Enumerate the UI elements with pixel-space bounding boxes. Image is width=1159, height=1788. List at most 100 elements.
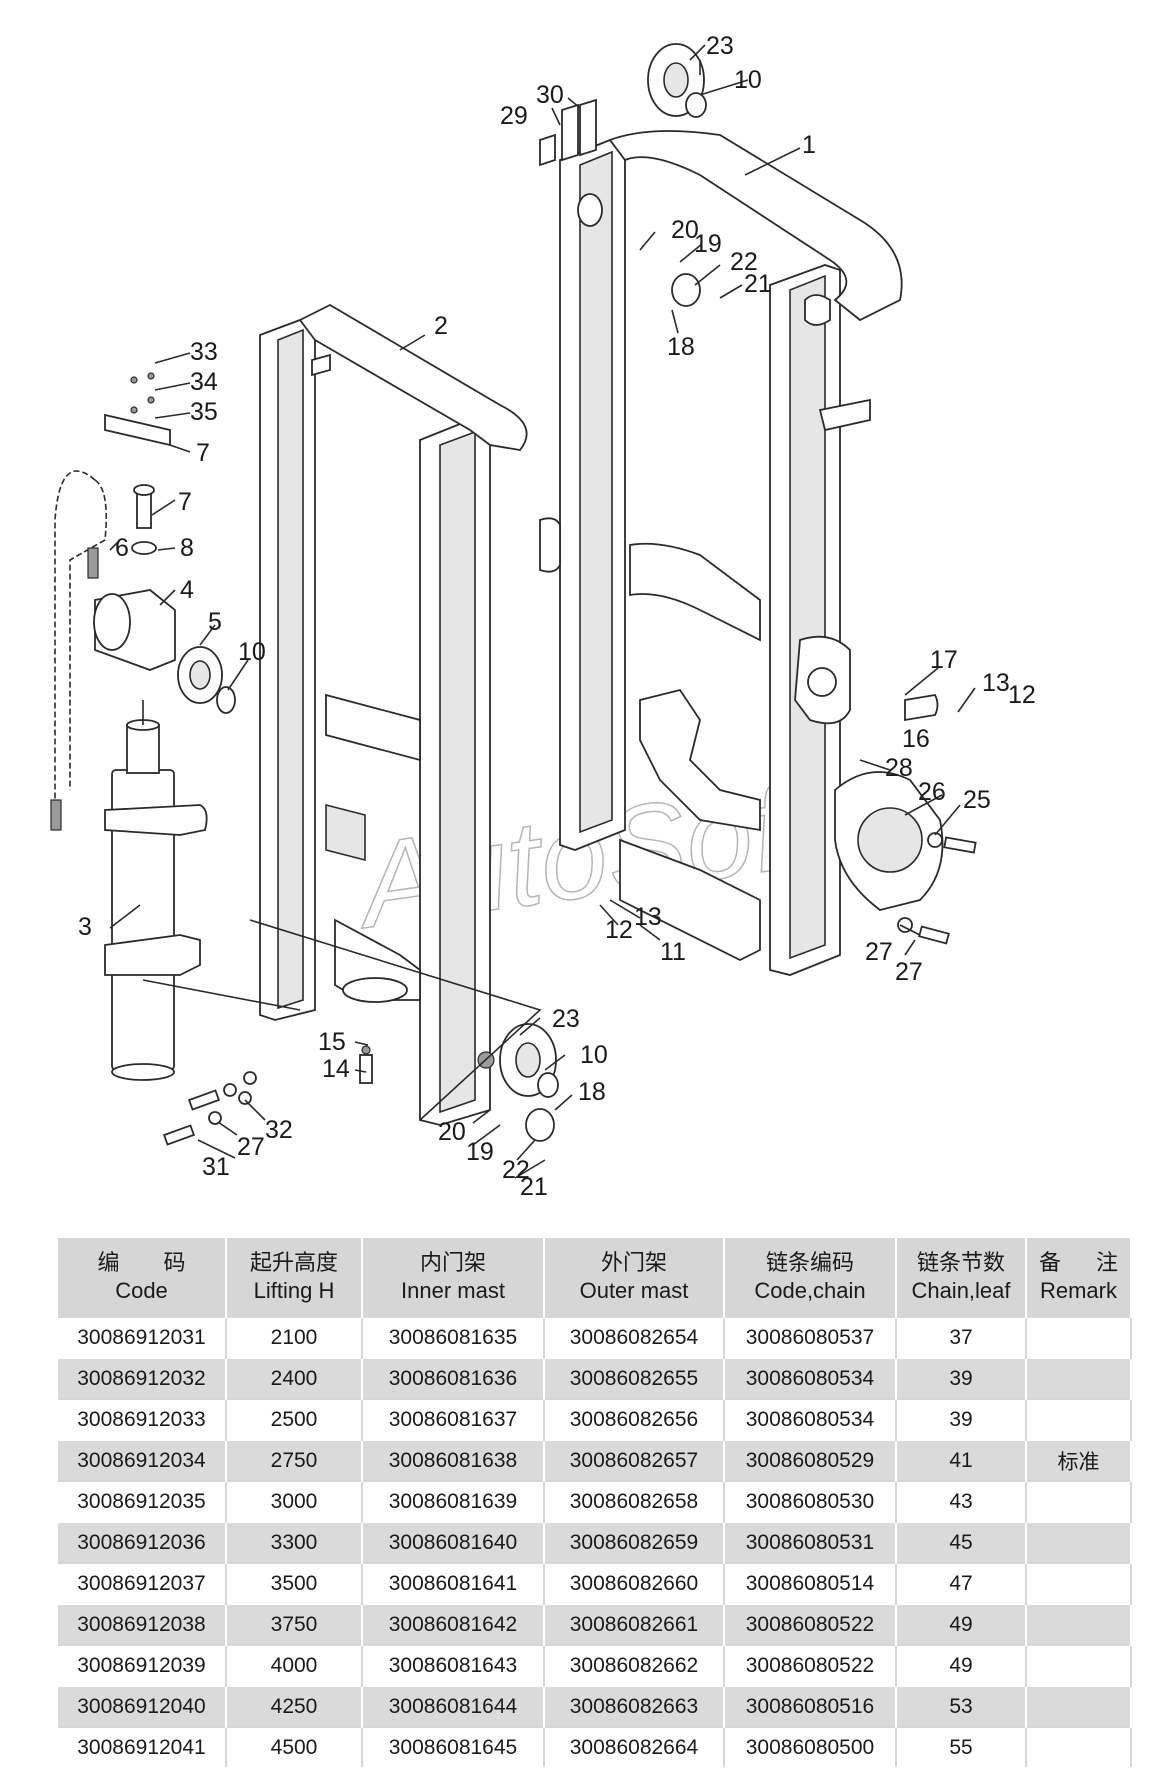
table-cell: 30086082659: [544, 1521, 725, 1563]
table-cell: 30086081635: [362, 1316, 545, 1358]
callout-13-right: 13: [982, 669, 1010, 697]
table-cell: 30086082655: [544, 1357, 725, 1399]
inner-mast: [259, 303, 528, 1126]
callout-34: 34: [190, 368, 218, 396]
table-cell: [1026, 1726, 1132, 1767]
table-cell: 4500: [226, 1726, 363, 1767]
table-cell: 30086082661: [544, 1603, 725, 1645]
table-cell: 30086082663: [544, 1685, 725, 1727]
table-cell: 30086080514: [724, 1562, 897, 1604]
table-cell: 39: [896, 1357, 1027, 1399]
table-cell: 30086080529: [724, 1439, 897, 1481]
callout-1: 1: [802, 131, 816, 159]
table-cell: 30086080522: [724, 1644, 897, 1686]
callout-20-bottom: 20: [438, 1118, 466, 1146]
table-cell: 30086912034: [58, 1439, 227, 1481]
callout-35: 35: [190, 398, 218, 426]
callout-2: 2: [434, 312, 448, 340]
callout-31: 31: [202, 1153, 230, 1181]
table-cell: 30086082660: [544, 1562, 725, 1604]
table-cell: 4250: [226, 1685, 363, 1727]
callout-22-bottom: 22: [502, 1156, 530, 1184]
callout-10-top: 10: [734, 66, 762, 94]
table-cell: 30086082662: [544, 1644, 725, 1686]
table-cell: 30086081642: [362, 1603, 545, 1645]
callout-20-top: 20: [671, 216, 699, 244]
callout-14: 14: [322, 1055, 350, 1083]
table-cell: 37: [896, 1316, 1027, 1358]
callout-labels: 23 10 1 30 29 20 19 22 21 18 2 33 34 35 …: [78, 32, 1036, 1200]
callout-5: 5: [208, 608, 222, 636]
callout-16: 16: [902, 725, 930, 753]
table-cell: 3000: [226, 1480, 363, 1522]
callout-23-top: 23: [706, 32, 734, 60]
table-cell: 30086082664: [544, 1726, 725, 1767]
table-cell: 30086081645: [362, 1726, 545, 1767]
table-cell: [1026, 1562, 1132, 1604]
callout-33: 33: [190, 338, 218, 366]
table-cell: 30086912035: [58, 1480, 227, 1522]
leader-lines: [109, 44, 976, 1179]
table-cell: 45: [896, 1521, 1027, 1563]
callout-19-top: 19: [694, 230, 722, 258]
table-cell: 2750: [226, 1439, 363, 1481]
callout-25: 26: [918, 778, 946, 806]
table-cell: 30086081637: [362, 1398, 545, 1440]
table-cell: 30086081636: [362, 1357, 545, 1399]
callout-24: 25: [963, 786, 991, 814]
table-cell: 30086912039: [58, 1644, 227, 1686]
table-cell: [1026, 1603, 1132, 1645]
table-cell: 43: [896, 1480, 1027, 1522]
callout-9: 7: [196, 439, 210, 467]
table-cell: 30086912037: [58, 1562, 227, 1604]
table-cell: 30086080534: [724, 1357, 897, 1399]
callout-19-bottom: 19: [466, 1138, 494, 1166]
callout-12-right: 12: [1008, 681, 1036, 709]
callout-13-mid: 13: [634, 903, 662, 931]
table-cell: 30086081640: [362, 1521, 545, 1563]
callout-32: 32: [265, 1116, 293, 1144]
table-cell: 30086912038: [58, 1603, 227, 1645]
callout-18-bottom: 18: [578, 1078, 606, 1106]
table-cell: 30086912033: [58, 1398, 227, 1440]
callout-6: 6: [115, 534, 129, 562]
table-cell: 标准: [1026, 1439, 1132, 1481]
table-cell: 30086082658: [544, 1480, 725, 1522]
table-cell: 2100: [226, 1316, 363, 1358]
callout-3: 3: [78, 913, 92, 941]
table-cell: [1026, 1521, 1132, 1563]
table-cell: 30086080534: [724, 1398, 897, 1440]
table-cell: 53: [896, 1685, 1027, 1727]
callout-15: 15: [318, 1028, 346, 1056]
table-cell: 30086081643: [362, 1644, 545, 1686]
callout-29: 29: [500, 102, 528, 130]
table-cell: 30086080537: [724, 1316, 897, 1358]
table-cell: [1026, 1685, 1132, 1727]
callout-23-bottom: 23: [552, 1005, 580, 1033]
callout-4: 4: [180, 576, 194, 604]
exploded-mast-diagram: AutoSoft: [50, 32, 1036, 1200]
callout-12-mid: 12: [605, 916, 633, 944]
callout-22-top: 22: [730, 248, 758, 276]
table-cell: 3500: [226, 1562, 363, 1604]
table-cell: [1026, 1644, 1132, 1686]
table-cell: 30086080500: [724, 1726, 897, 1767]
table-cell: 30086912031: [58, 1316, 227, 1358]
table-cell: [1026, 1398, 1132, 1440]
callout-30: 30: [536, 81, 564, 109]
